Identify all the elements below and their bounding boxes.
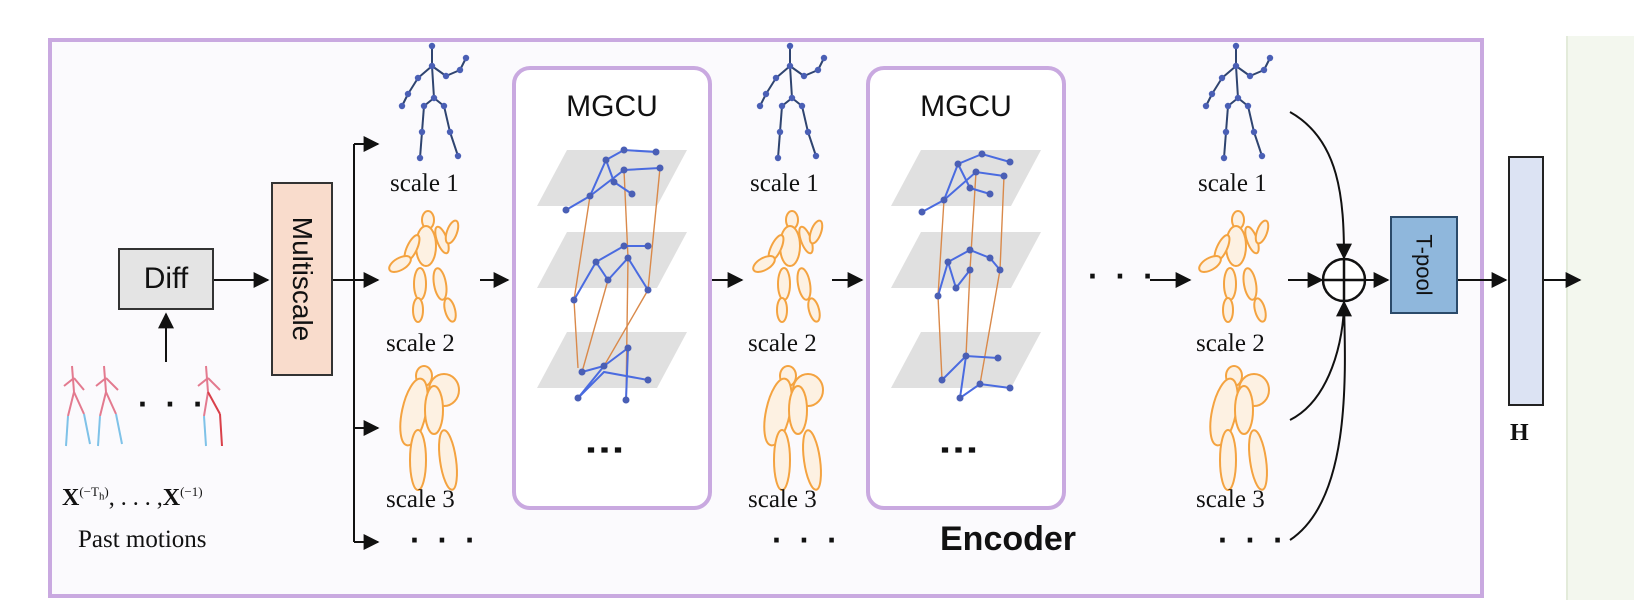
mgcu-2-cross-links [937, 171, 1005, 385]
mgcu-2-title: MGCU [920, 90, 1012, 123]
past-frames-ellipsis: · · · [138, 386, 208, 422]
sum-operator [1321, 257, 1367, 303]
connection-arrows [158, 111, 1582, 550]
more-mgcu-ellipsis: · · · [1088, 258, 1158, 294]
past-motion-figures [63, 365, 223, 447]
mgcu-2-graph-nodes [918, 150, 1014, 402]
decoder-edge-strip [1566, 36, 1634, 600]
stage3-more-scales-ellipsis: · · · [1218, 522, 1288, 558]
past-motions-caption: Past motions [78, 526, 207, 553]
h-label: H [1510, 420, 1529, 446]
diff-block: Diff [118, 248, 214, 310]
stage3-scale-3-label: scale 3 [1196, 486, 1265, 513]
tpool-label: T-pool [1412, 234, 1437, 296]
mgcu-unit-2: MGCU [866, 66, 1066, 510]
multiscale-block: Multiscale [271, 182, 333, 376]
mgcu-unit-1: MGCU [512, 66, 712, 510]
diff-label: Diff [143, 262, 189, 295]
stage1-scale-3-label: scale 3 [386, 486, 455, 513]
mgcu-1-title: MGCU [566, 90, 658, 123]
mgcu-2-vertical-ellipsis: ⋮ [937, 430, 981, 470]
stage1-scale-1-label: scale 1 [390, 170, 459, 197]
stage1-more-scales-ellipsis: · · · [410, 522, 480, 558]
stage2-scale-1-label: scale 1 [750, 170, 819, 197]
input-sequence-label: X(−Th), . . . ,X(−1) [62, 484, 203, 511]
h-representation-bar [1508, 156, 1544, 406]
stage2-scale-2-label: scale 2 [748, 330, 817, 357]
encoder-title: Encoder [940, 520, 1077, 558]
mgcu-1-graph-nodes [562, 146, 664, 404]
stage1-scale-2-label: scale 2 [386, 330, 455, 357]
stage2-scale-3-label: scale 3 [748, 486, 817, 513]
tpool-block: T-pool [1390, 216, 1458, 314]
mgcu-1-vertical-ellipsis: ⋮ [583, 430, 627, 470]
stage3-scale-1-label: scale 1 [1198, 170, 1267, 197]
stage3-scale-2-label: scale 2 [1196, 330, 1265, 357]
stage2-more-scales-ellipsis: · · · [772, 522, 842, 558]
